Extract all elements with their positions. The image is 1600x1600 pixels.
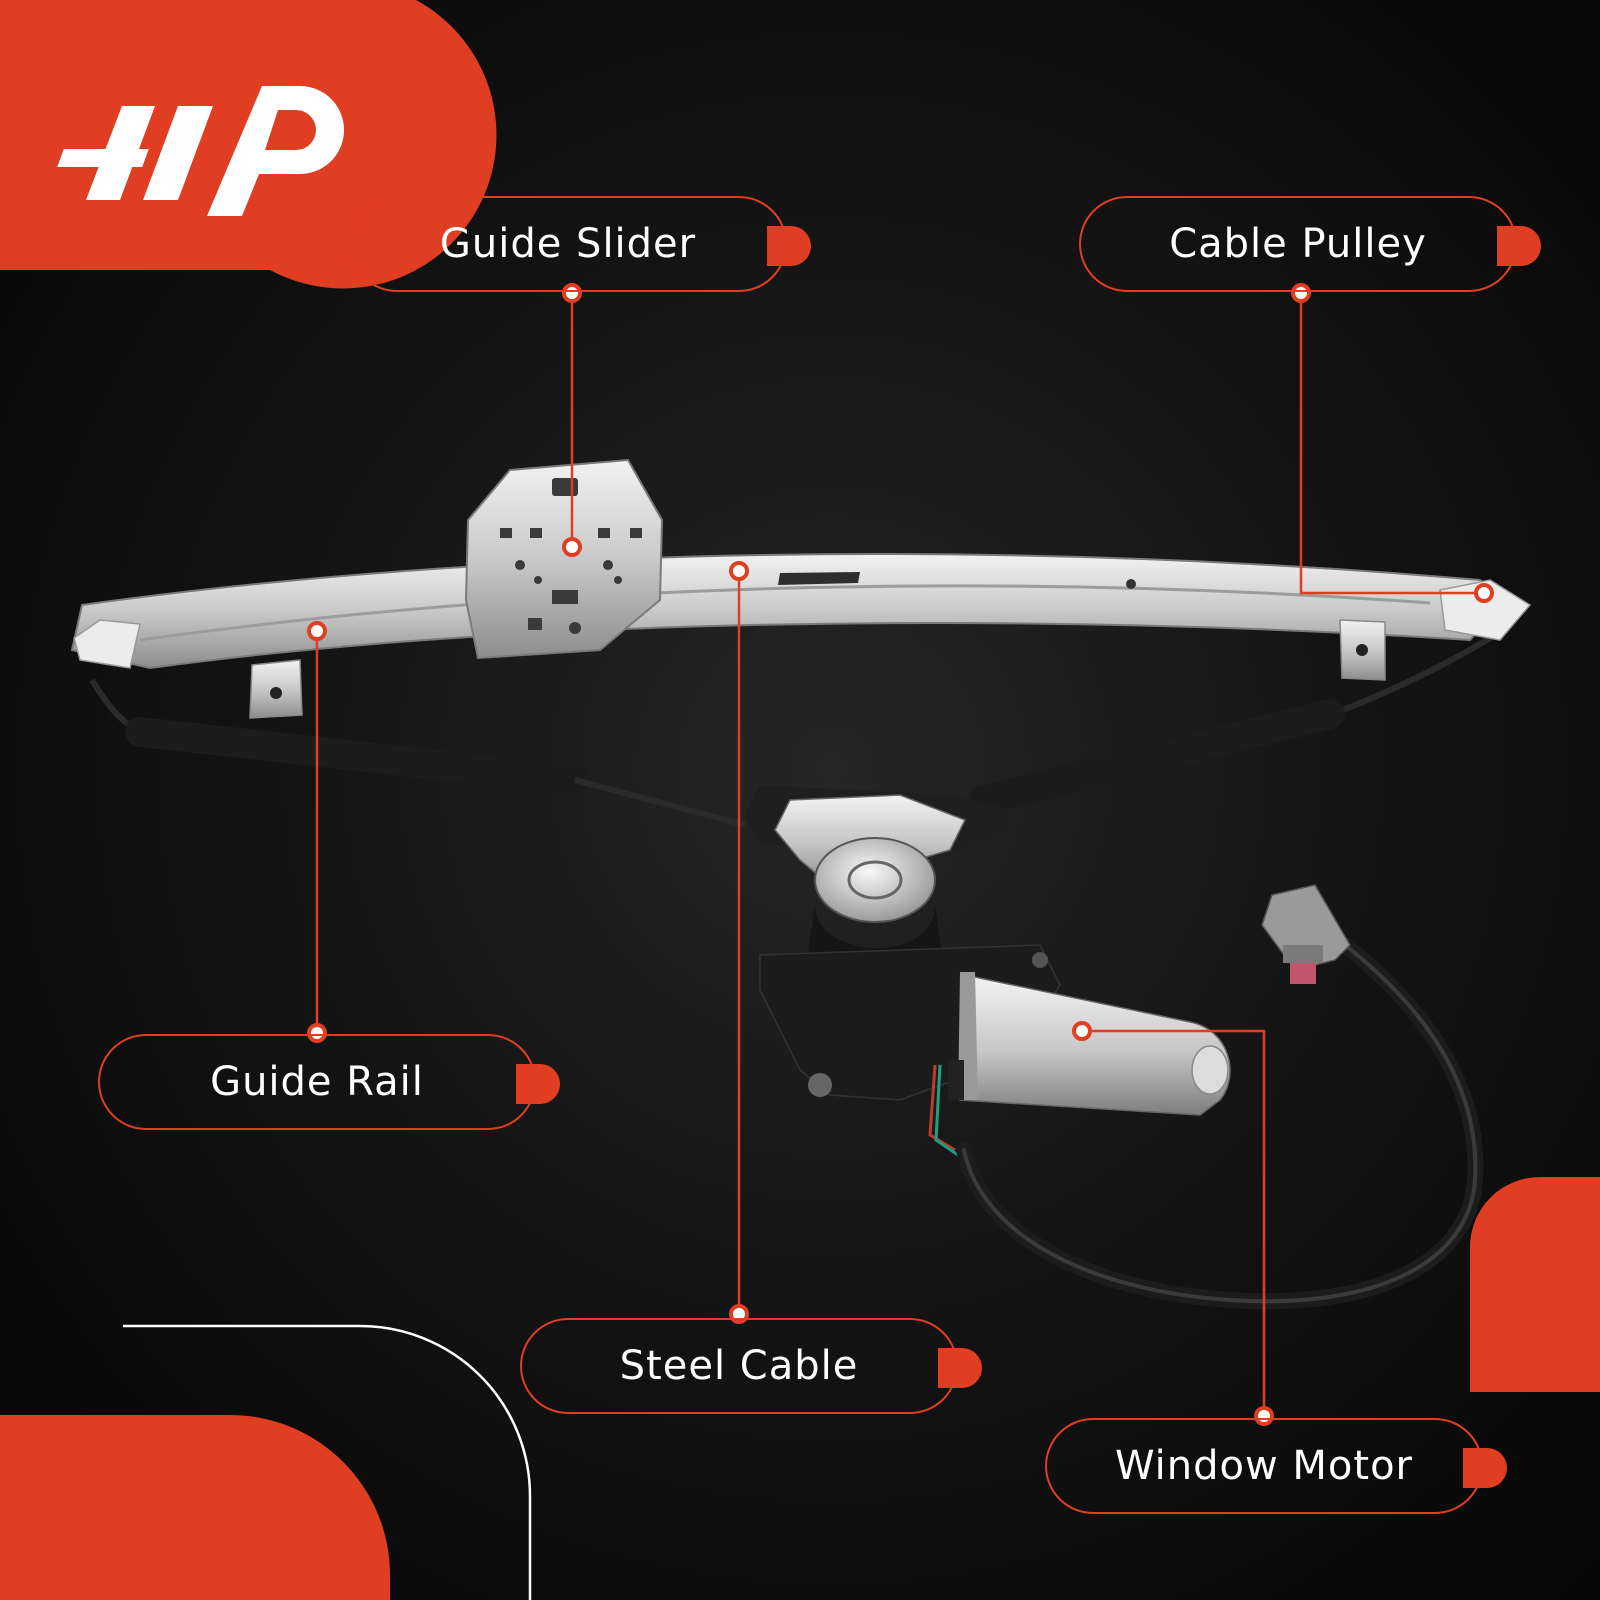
callout-guide-rail: Guide Rail xyxy=(98,1034,560,1130)
callout-tab xyxy=(767,226,811,266)
callout-label: Steel Cable xyxy=(619,1343,859,1389)
callout-tab xyxy=(516,1064,560,1104)
callout-tab xyxy=(1497,226,1541,266)
callout-tab xyxy=(1463,1448,1507,1488)
callout-steel-cable: Steel Cable xyxy=(520,1318,982,1414)
callout-guide-slider: Guide Slider xyxy=(349,196,811,292)
callout-window-motor: Window Motor xyxy=(1045,1418,1507,1514)
callout-label: Window Motor xyxy=(1114,1443,1413,1489)
corner-shape-right xyxy=(1470,1177,1600,1392)
callout-label: Guide Slider xyxy=(439,221,697,267)
outline-curve xyxy=(123,1324,532,1600)
callout-label: Cable Pulley xyxy=(1169,221,1427,267)
callout-cable-pulley: Cable Pulley xyxy=(1079,196,1541,292)
callout-label: Guide Rail xyxy=(210,1059,424,1105)
callout-tab xyxy=(938,1348,982,1388)
corner-shape-bottom-left xyxy=(0,1415,390,1600)
brand-logo xyxy=(57,86,344,216)
